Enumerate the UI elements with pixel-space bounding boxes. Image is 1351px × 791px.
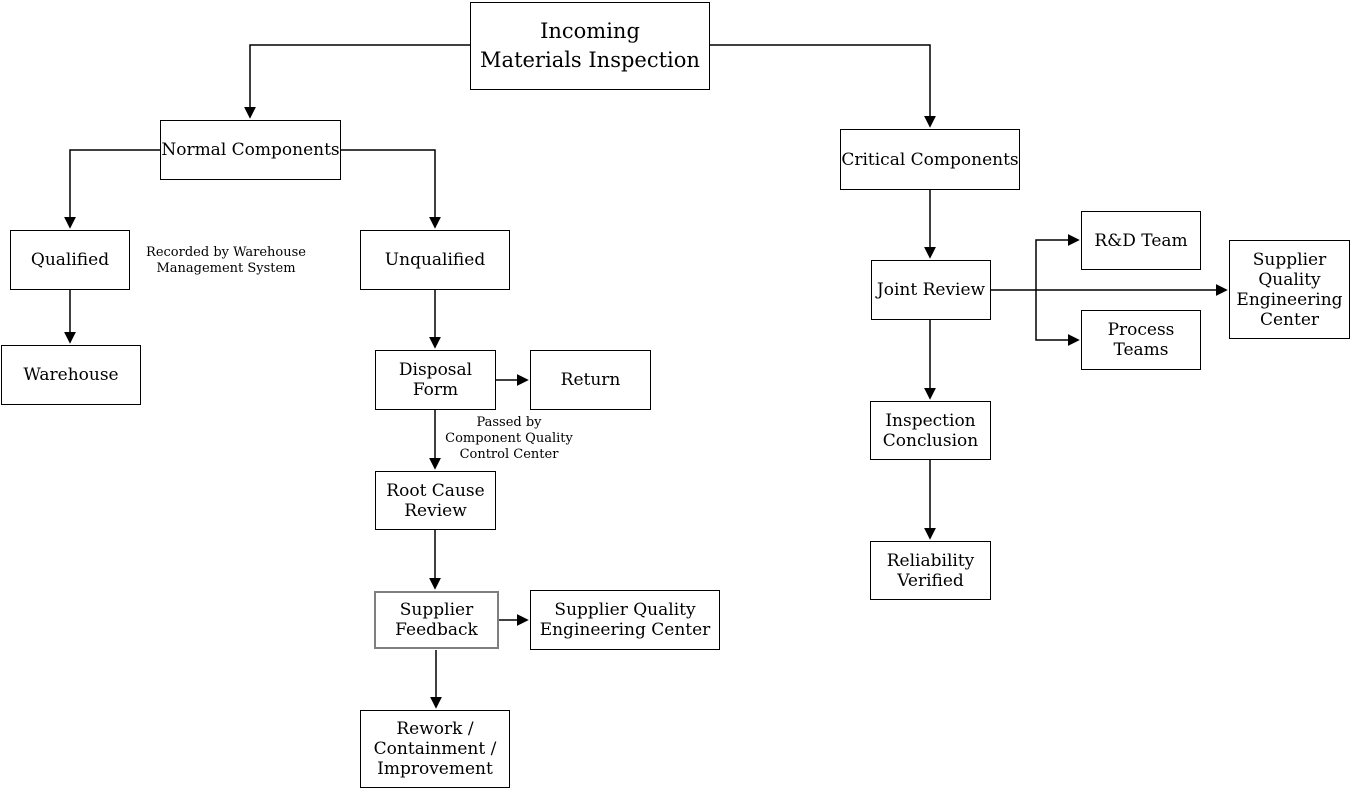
node-return: Return xyxy=(530,350,651,410)
annotation-passed-by-cqcc: Passed by Component Quality Control Cent… xyxy=(445,415,573,462)
edge-title-to-normal xyxy=(244,44,470,119)
node-root-cause-review: Root Cause Review xyxy=(375,471,496,530)
edge-jointreview-to-rdteam xyxy=(1035,234,1080,290)
node-incoming-materials-inspection: Incoming Materials Inspection xyxy=(470,2,710,90)
node-warehouse: Warehouse xyxy=(1,345,141,405)
node-supplier-quality-engineering-center: Supplier Quality Engineering Center xyxy=(530,590,720,650)
edge-normal-to-qualified xyxy=(64,149,160,229)
node-joint-review: Joint Review xyxy=(871,260,991,320)
node-rd-team: R&D Team xyxy=(1081,211,1201,270)
node-reliability-verified: Reliability Verified xyxy=(870,541,991,600)
node-rework-containment-improvement: Rework / Containment / Improvement xyxy=(360,710,510,788)
node-normal-components: Normal Components xyxy=(160,120,341,180)
node-inspection-conclusion: Inspection Conclusion xyxy=(870,401,991,460)
node-supplier-quality-engineering-center-right: Supplier Quality Engineering Center xyxy=(1229,240,1350,339)
edge-normal-to-unqualified xyxy=(341,149,441,229)
node-supplier-feedback: Supplier Feedback xyxy=(374,591,499,649)
edge-jointreview-to-processteams xyxy=(1035,290,1080,346)
node-disposal-form: Disposal Form xyxy=(375,350,496,410)
node-qualified: Qualified xyxy=(10,230,130,290)
edge-title-to-critical xyxy=(710,44,936,128)
node-critical-components: Critical Components xyxy=(840,129,1020,190)
node-process-teams: Process Teams xyxy=(1081,310,1201,370)
node-unqualified: Unqualified xyxy=(360,230,510,290)
annotation-recorded-by-warehouse: Recorded by Warehouse Management System xyxy=(146,245,306,276)
